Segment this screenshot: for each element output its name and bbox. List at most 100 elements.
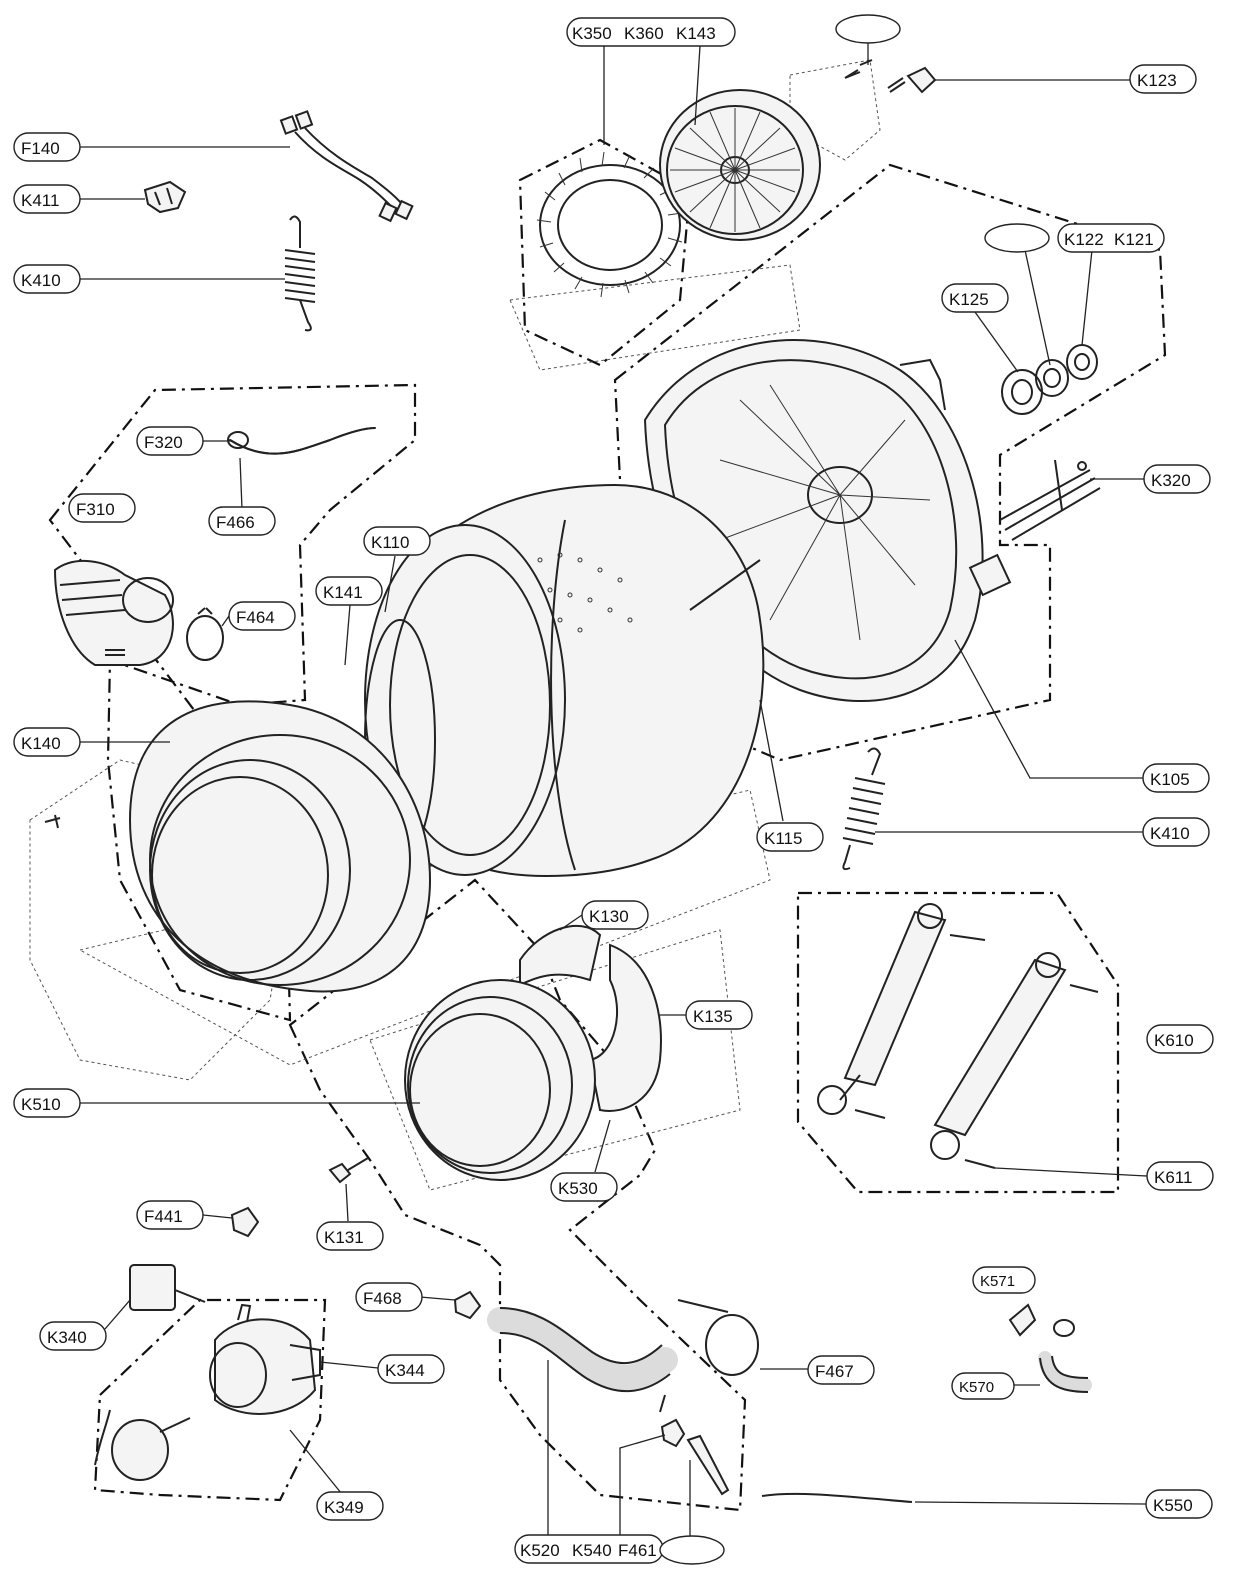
svg-text:K340: K340 (47, 1328, 87, 1347)
label-k130: K130 (581, 900, 649, 930)
wire-part-k550 (761, 1492, 913, 1503)
label-k122-k121: K122 K121 (1057, 223, 1165, 253)
svg-text:K115: K115 (764, 829, 802, 848)
svg-text:K349: K349 (324, 1498, 364, 1517)
parts (44, 59, 1101, 1503)
label-k610: K610 (1146, 1024, 1214, 1054)
callout-labels: K350 K360 K143 K123 F140 K411 K410 K122 … (13, 14, 1214, 1565)
label-k110: K110 (363, 526, 431, 556)
svg-text:K611: K611 (1154, 1168, 1192, 1187)
svg-text:K135: K135 (693, 1007, 733, 1026)
svg-text:F140: F140 (21, 139, 60, 158)
label-k340: K340 (39, 1321, 107, 1351)
label-k123: K123 (1129, 64, 1197, 94)
svg-text:F320: F320 (144, 433, 183, 452)
label-k411: K411 (13, 184, 81, 214)
label-k122: K122 (1064, 230, 1104, 249)
label-blank-bottom (659, 1535, 725, 1565)
label-k135: K135 (685, 1000, 753, 1030)
clamp-ring-part (677, 1299, 759, 1376)
svg-text:F464: F464 (236, 608, 275, 627)
shock-group-outline (796, 891, 1120, 1194)
svg-text:K123: K123 (1137, 71, 1177, 90)
svg-text:K530: K530 (558, 1179, 598, 1198)
svg-text:K131: K131 (324, 1228, 364, 1247)
label-k121: K121 (1114, 230, 1154, 249)
svg-text:K344: K344 (385, 1361, 425, 1380)
spring-part-top (284, 215, 316, 332)
svg-text:K110: K110 (371, 533, 409, 552)
label-f320: F320 (136, 426, 204, 456)
drain-pump-parts (94, 1264, 321, 1481)
label-k410-top: K410 (13, 264, 81, 294)
label-f461: F461 (618, 1541, 657, 1560)
svg-text:K510: K510 (21, 1095, 61, 1114)
label-k530: K530 (550, 1172, 618, 1202)
label-k320: K320 (1143, 464, 1211, 494)
label-f468: F468 (355, 1282, 423, 1312)
label-k350-k360-k143: K350 K360 K143 (566, 17, 736, 47)
svg-text:K410: K410 (21, 271, 61, 290)
pump-group-outline (93, 1298, 327, 1502)
stator-part (536, 151, 683, 298)
svg-text:K411: K411 (21, 191, 59, 210)
label-f467: F467 (807, 1355, 875, 1385)
drum-part (364, 483, 765, 877)
leader-lines (79, 42, 1148, 1548)
label-blank-top (835, 14, 901, 44)
svg-text:K571: K571 (980, 1273, 1015, 1290)
label-k131: K131 (316, 1221, 384, 1251)
drain-hose-part (487, 1307, 678, 1413)
heater-part (968, 459, 1101, 597)
label-k141: K141 (315, 576, 383, 606)
label-k115: K115 (756, 822, 824, 852)
gasket-part (404, 925, 662, 1181)
hose-part-upper (227, 427, 376, 455)
label-f310: F310 (68, 493, 136, 523)
svg-text:K550: K550 (1153, 1496, 1193, 1515)
clamp-part-f464 (186, 607, 224, 661)
label-f464: F464 (228, 601, 296, 631)
svg-text:F310: F310 (76, 500, 115, 519)
svg-text:K130: K130 (589, 907, 629, 926)
svg-text:K320: K320 (1151, 471, 1191, 490)
label-k550: K550 (1145, 1489, 1213, 1519)
svg-text:K105: K105 (1150, 770, 1190, 789)
label-f466: F466 (208, 506, 276, 536)
label-k540: K540 (572, 1541, 612, 1560)
svg-text:K141: K141 (323, 583, 363, 602)
bolt-part (844, 59, 937, 94)
screw-part-k131 (328, 1157, 369, 1184)
svg-text:F467: F467 (815, 1362, 854, 1381)
label-k510: K510 (13, 1088, 81, 1118)
spring-part-mid (842, 747, 886, 871)
wire-harness-part (279, 110, 414, 223)
label-k571: K571 (972, 1266, 1036, 1294)
label-k611: K611 (1146, 1161, 1214, 1191)
dispenser-bellows-part (53, 559, 174, 666)
shock-absorber-parts (817, 903, 1099, 1169)
svg-text:K140: K140 (21, 734, 61, 753)
rotor-group-outline (518, 138, 692, 367)
svg-text:K610: K610 (1154, 1031, 1194, 1050)
clip-part (143, 180, 187, 214)
rotor-part (659, 89, 821, 241)
svg-text:F466: F466 (216, 513, 255, 532)
label-k350: K350 (572, 24, 612, 43)
label-f441: F441 (136, 1200, 204, 1230)
svg-text:F468: F468 (363, 1289, 402, 1308)
label-k143: K143 (676, 24, 716, 43)
label-k360: K360 (624, 24, 664, 43)
label-f140: F140 (13, 132, 81, 162)
svg-text:F441: F441 (144, 1207, 183, 1226)
small-clamp-parts (230, 1206, 686, 1448)
label-k344: K344 (377, 1354, 445, 1384)
label-k105: K105 (1142, 763, 1210, 793)
nozzle-part (686, 1434, 730, 1496)
label-k410-mid: K410 (1142, 817, 1210, 847)
svg-text:K570: K570 (959, 1379, 994, 1396)
svg-text:K125: K125 (949, 290, 989, 309)
small-hose-parts (1008, 1303, 1092, 1393)
label-k125: K125 (941, 283, 1009, 313)
